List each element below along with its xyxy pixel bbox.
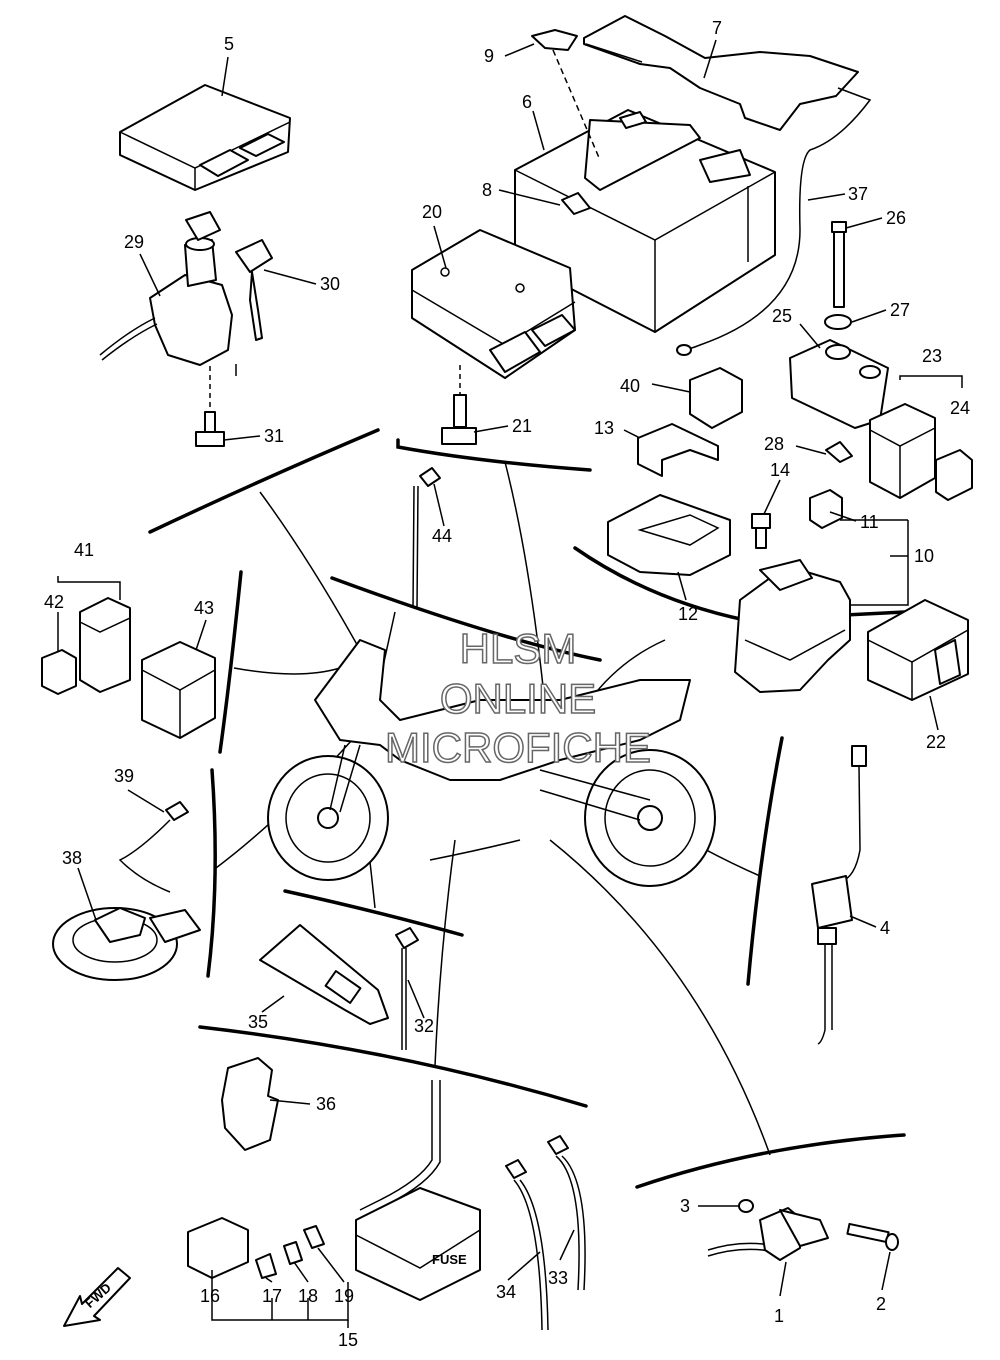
part-19-fuse[interactable] bbox=[303, 1225, 325, 1249]
callout-8: 8 bbox=[482, 180, 492, 200]
callout-14: 14 bbox=[770, 460, 790, 480]
callout-2: 2 bbox=[876, 1294, 886, 1314]
fwd-arrow-icon: FWD bbox=[63, 1267, 131, 1327]
part-12-cover[interactable] bbox=[607, 494, 731, 576]
part-40-relay[interactable] bbox=[689, 367, 743, 429]
callout-44: 44 bbox=[432, 526, 452, 546]
section-separators bbox=[148, 428, 907, 1189]
callout-25: 25 bbox=[772, 306, 792, 326]
part-5-ecu[interactable] bbox=[119, 84, 291, 191]
callout-33: 33 bbox=[548, 1268, 568, 1288]
part-22-relay[interactable] bbox=[867, 599, 969, 701]
callout-17: 17 bbox=[262, 1286, 282, 1306]
callout-41: 41 bbox=[74, 540, 94, 560]
part-8-band[interactable] bbox=[561, 192, 591, 215]
callout-12: 12 bbox=[678, 604, 698, 624]
part-31-bolt[interactable] bbox=[195, 366, 225, 447]
callout-4: 4 bbox=[880, 918, 890, 938]
callout-7: 7 bbox=[712, 18, 722, 38]
callout-26: 26 bbox=[886, 208, 906, 228]
part-1-sensor[interactable] bbox=[707, 1207, 829, 1261]
callout-43: 43 bbox=[194, 598, 214, 618]
watermark-line2: ONLINE bbox=[440, 675, 596, 722]
part-42-connector[interactable] bbox=[41, 649, 77, 695]
callout-1: 1 bbox=[774, 1306, 784, 1326]
part-10-starter-relay[interactable] bbox=[734, 559, 851, 693]
callout-35: 35 bbox=[248, 1012, 268, 1032]
callout-15: 15 bbox=[338, 1330, 358, 1350]
watermark: HLSM ONLINE MICROFICHE bbox=[384, 624, 652, 772]
callout-28: 28 bbox=[764, 434, 784, 454]
part-34-tie[interactable] bbox=[505, 1159, 549, 1331]
callout-34: 34 bbox=[496, 1282, 516, 1302]
callout-6: 6 bbox=[522, 92, 532, 112]
part-37-ground-cable[interactable] bbox=[676, 87, 872, 356]
callout-leaders bbox=[57, 39, 963, 1297]
callout-32: 32 bbox=[414, 1016, 434, 1036]
part-26-bolt[interactable] bbox=[831, 221, 847, 308]
callout-38: 38 bbox=[62, 848, 82, 868]
part-39-lead[interactable] bbox=[118, 801, 189, 893]
callout-5: 5 bbox=[224, 34, 234, 54]
callout-24: 24 bbox=[950, 398, 970, 418]
part-33-tie[interactable] bbox=[547, 1135, 586, 1291]
part-32-tie[interactable] bbox=[395, 927, 419, 1050]
part-29-ignition-switch[interactable] bbox=[99, 211, 233, 366]
callout-20: 20 bbox=[422, 202, 442, 222]
part-9-clip[interactable] bbox=[531, 29, 601, 161]
part-24-connector[interactable] bbox=[935, 449, 973, 501]
part-15-fuse-box[interactable]: FUSE bbox=[355, 1080, 481, 1301]
callout-40: 40 bbox=[620, 376, 640, 396]
part-2-bolt[interactable] bbox=[846, 1222, 899, 1251]
watermark-line3: MICROFICHE bbox=[385, 724, 651, 771]
callout-9: 9 bbox=[484, 46, 494, 66]
callout-42: 42 bbox=[44, 592, 64, 612]
callout-11: 11 bbox=[860, 512, 879, 532]
part-41-relay[interactable] bbox=[79, 597, 131, 693]
callout-19: 19 bbox=[334, 1286, 354, 1306]
callout-3: 3 bbox=[680, 1196, 690, 1216]
part-44-cable-tie[interactable] bbox=[412, 467, 441, 609]
callout-18: 18 bbox=[298, 1286, 318, 1306]
callout-37: 37 bbox=[848, 184, 868, 204]
part-20-controller[interactable] bbox=[411, 229, 576, 379]
part-43-relay[interactable] bbox=[141, 641, 216, 739]
part-21-bolt[interactable] bbox=[441, 365, 477, 445]
part-27-washer[interactable] bbox=[824, 314, 852, 330]
callout-16: 16 bbox=[200, 1286, 220, 1306]
fuse-label: FUSE bbox=[432, 1252, 467, 1267]
callout-23: 23 bbox=[922, 346, 942, 366]
part-3-nut[interactable] bbox=[738, 1199, 754, 1213]
part-35-label[interactable] bbox=[259, 924, 389, 1025]
callout-10: 10 bbox=[914, 546, 934, 566]
part-7-battery-cover[interactable] bbox=[583, 15, 859, 131]
callout-21: 21 bbox=[512, 416, 532, 436]
part-23-relay[interactable] bbox=[869, 403, 936, 499]
callout-29: 29 bbox=[124, 232, 144, 252]
part-17-fuse[interactable] bbox=[255, 1253, 277, 1279]
callout-13: 13 bbox=[594, 418, 614, 438]
part-15-bracket bbox=[211, 1282, 349, 1328]
part-11-fuse[interactable] bbox=[809, 489, 843, 529]
part-28-clip[interactable] bbox=[825, 441, 853, 463]
part-4-switch[interactable] bbox=[811, 745, 867, 1045]
callout-31: 31 bbox=[264, 426, 284, 446]
part-14-bolt[interactable] bbox=[751, 513, 771, 549]
part-30-keys[interactable] bbox=[235, 239, 273, 341]
part-16-relay[interactable] bbox=[187, 1217, 249, 1279]
callout-36: 36 bbox=[316, 1094, 336, 1114]
part-18-fuse[interactable] bbox=[283, 1241, 303, 1265]
callout-numbers: 5 9 7 6 8 37 20 29 30 31 21 26 27 25 23 … bbox=[44, 18, 970, 1350]
callout-27: 27 bbox=[890, 300, 910, 320]
part-25-sensor[interactable] bbox=[789, 339, 889, 429]
motorcycle bbox=[267, 639, 716, 887]
watermark-line1: HLSM bbox=[460, 625, 577, 672]
callout-39: 39 bbox=[114, 766, 134, 786]
callout-22: 22 bbox=[926, 732, 946, 752]
part-13-cover[interactable] bbox=[637, 423, 719, 477]
part-38-horn[interactable] bbox=[52, 907, 201, 981]
part-36-holder[interactable] bbox=[221, 1057, 279, 1151]
callout-30: 30 bbox=[320, 274, 340, 294]
